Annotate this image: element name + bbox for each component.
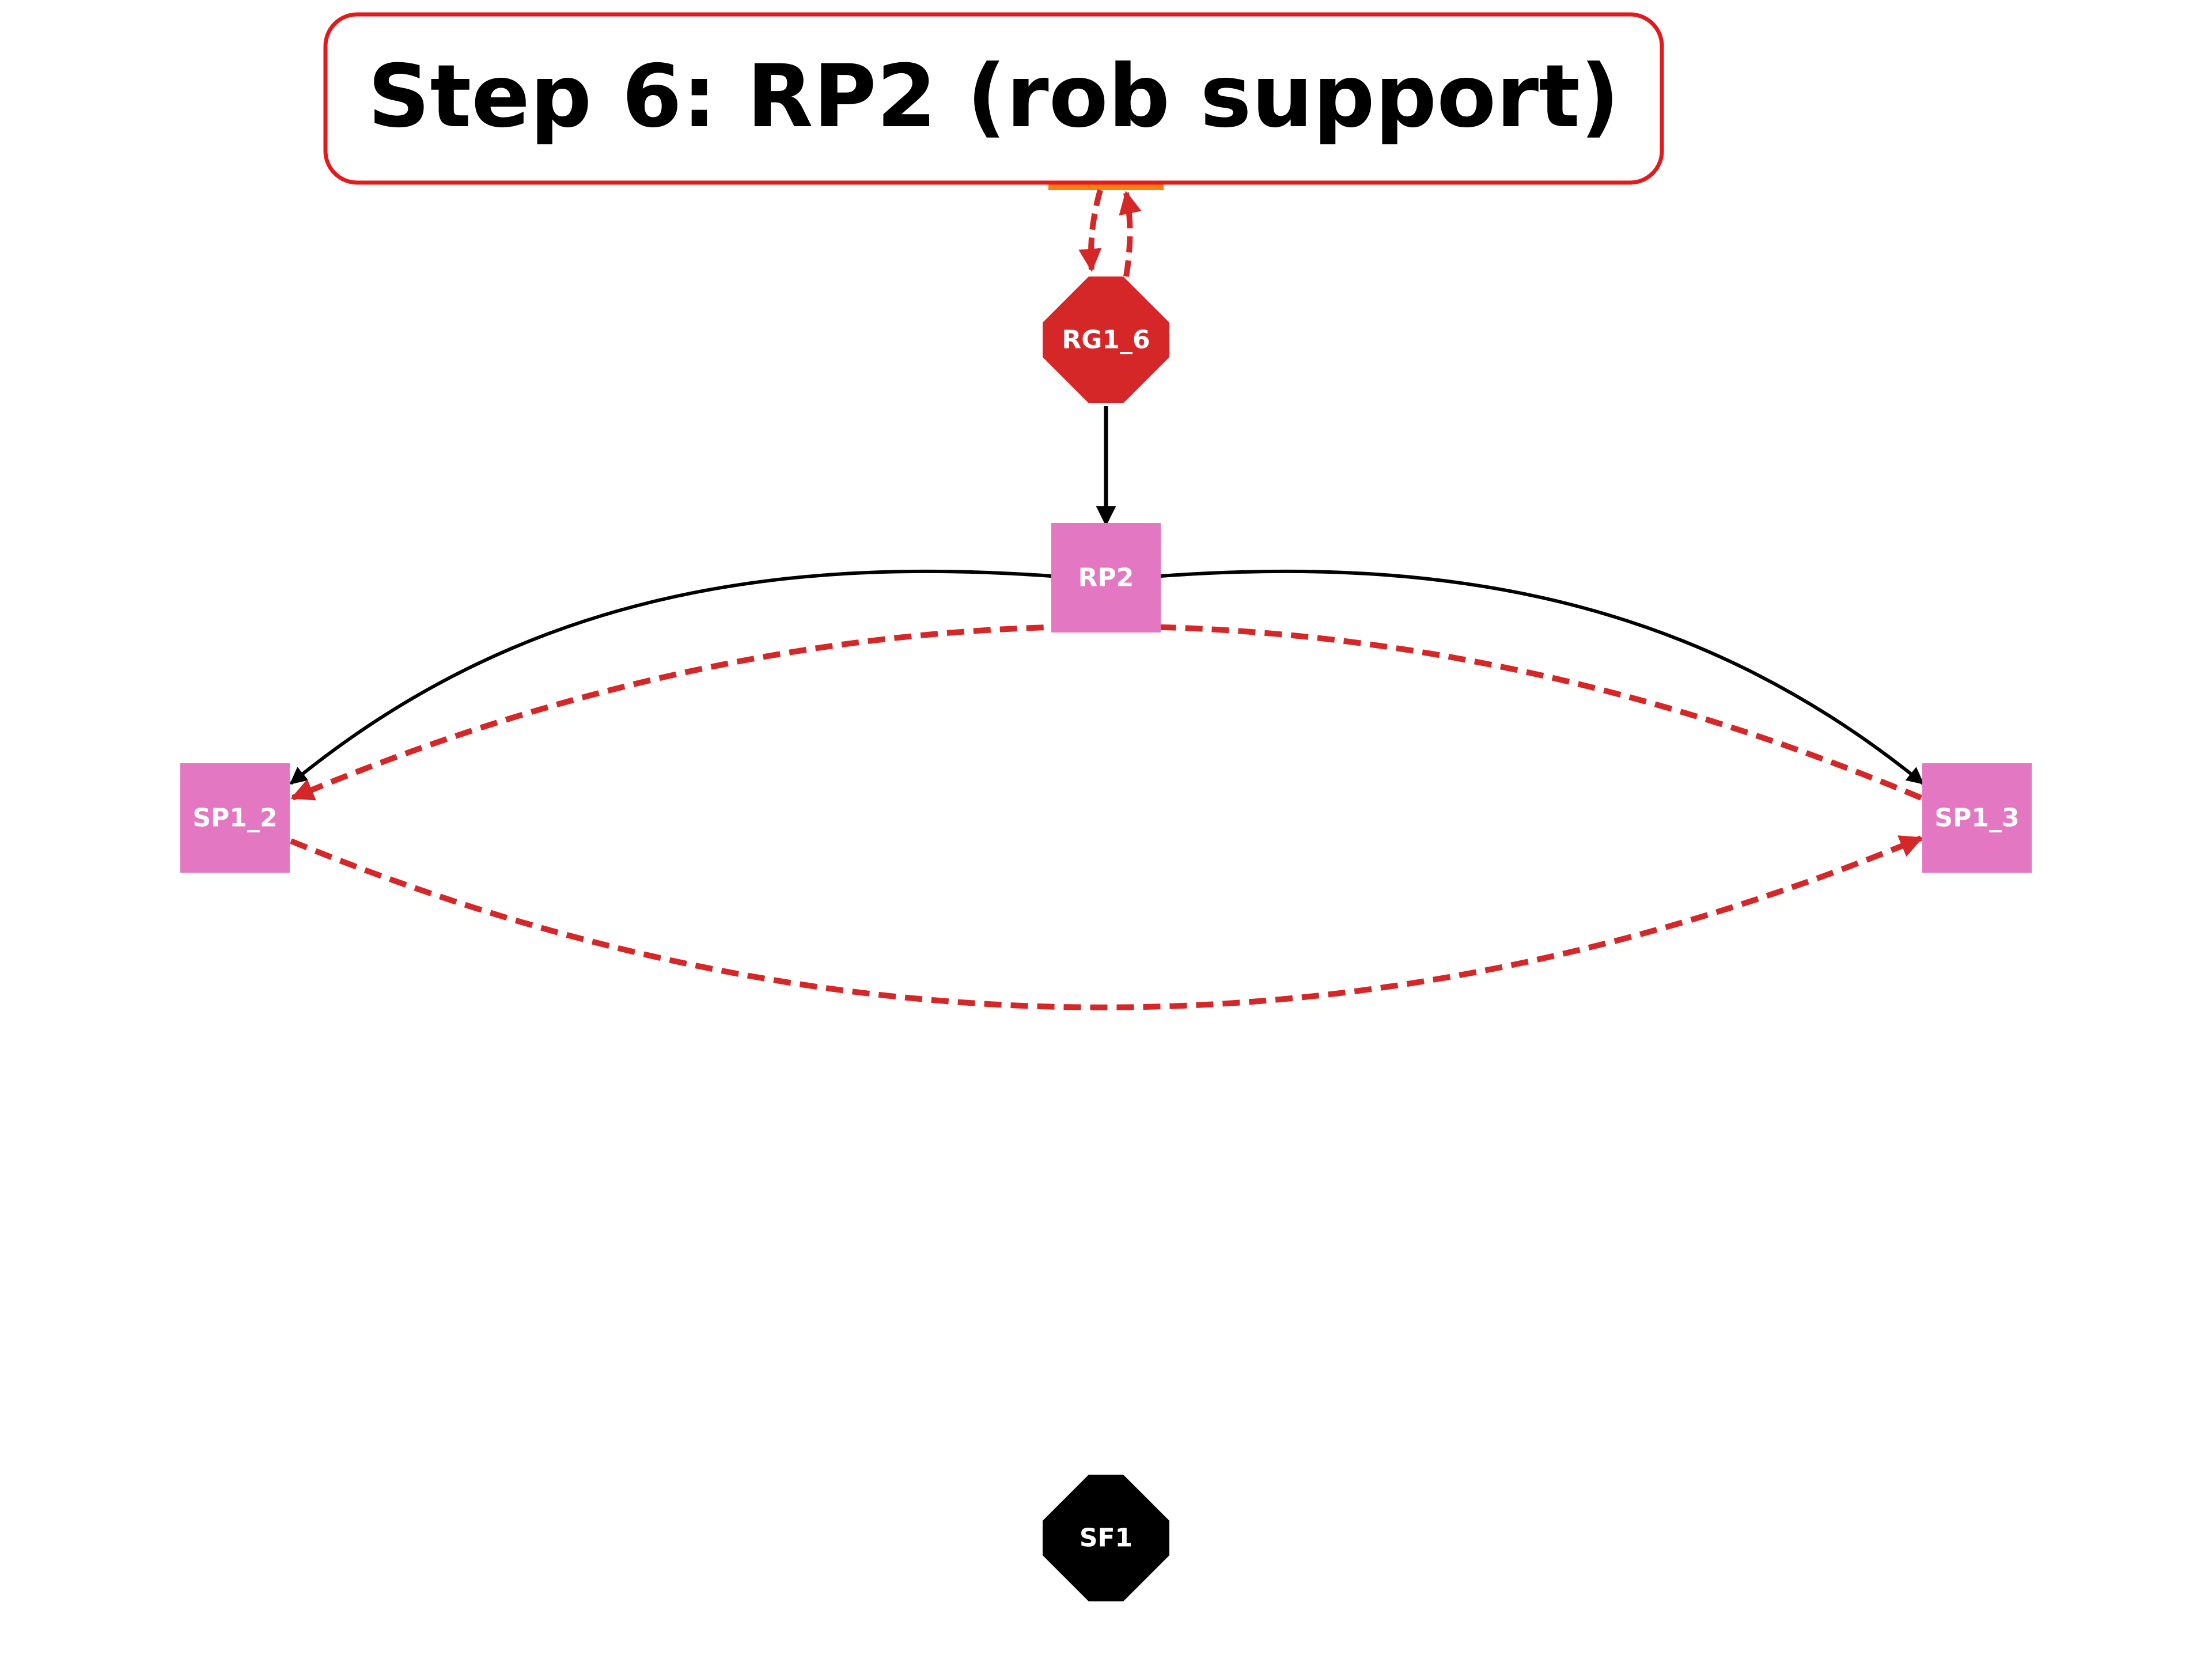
node-sp1_2[interactable]: SP1_2: [180, 763, 290, 873]
edges: [289, 189, 1925, 1010]
node-sf1[interactable]: SF1: [1043, 1475, 1169, 1601]
title-box: Step 6: RP2 (rob support): [323, 12, 1664, 185]
edge-sp1_3-to-sp1_2: [290, 623, 1922, 801]
edge-rp2-to-sp1_2: [289, 569, 1052, 785]
node-rp2[interactable]: RP2: [1051, 523, 1161, 632]
sp1_3-shape: [1922, 763, 2032, 873]
sp1_2-shape: [180, 763, 290, 873]
rg1_6-label: RG1_6: [1062, 325, 1150, 355]
rg1_6-shape: [1043, 276, 1169, 403]
title-border: [323, 12, 1664, 185]
edge-rp2-to-sp1_3: [1160, 569, 1925, 785]
rp2-shape: [1051, 523, 1161, 632]
page-title: Step 6: RP2 (rob support): [368, 47, 1620, 147]
edge-rg1_6-to-top: [1119, 191, 1142, 277]
sp1_2-label: SP1_2: [192, 804, 277, 833]
node-sp1_3[interactable]: SP1_3: [1922, 763, 2032, 873]
sf1-shape: [1043, 1475, 1169, 1601]
sf1-label: SF1: [1080, 1524, 1132, 1553]
edge-top-to-rg1_6: [1078, 189, 1103, 272]
node-rg1_6[interactable]: RG1_6: [1043, 276, 1169, 403]
rp2-label: RP2: [1078, 563, 1134, 593]
edge-sp1_2-to-sp1_3: [290, 835, 1923, 1010]
sp1_3-label: SP1_3: [1934, 804, 2019, 833]
